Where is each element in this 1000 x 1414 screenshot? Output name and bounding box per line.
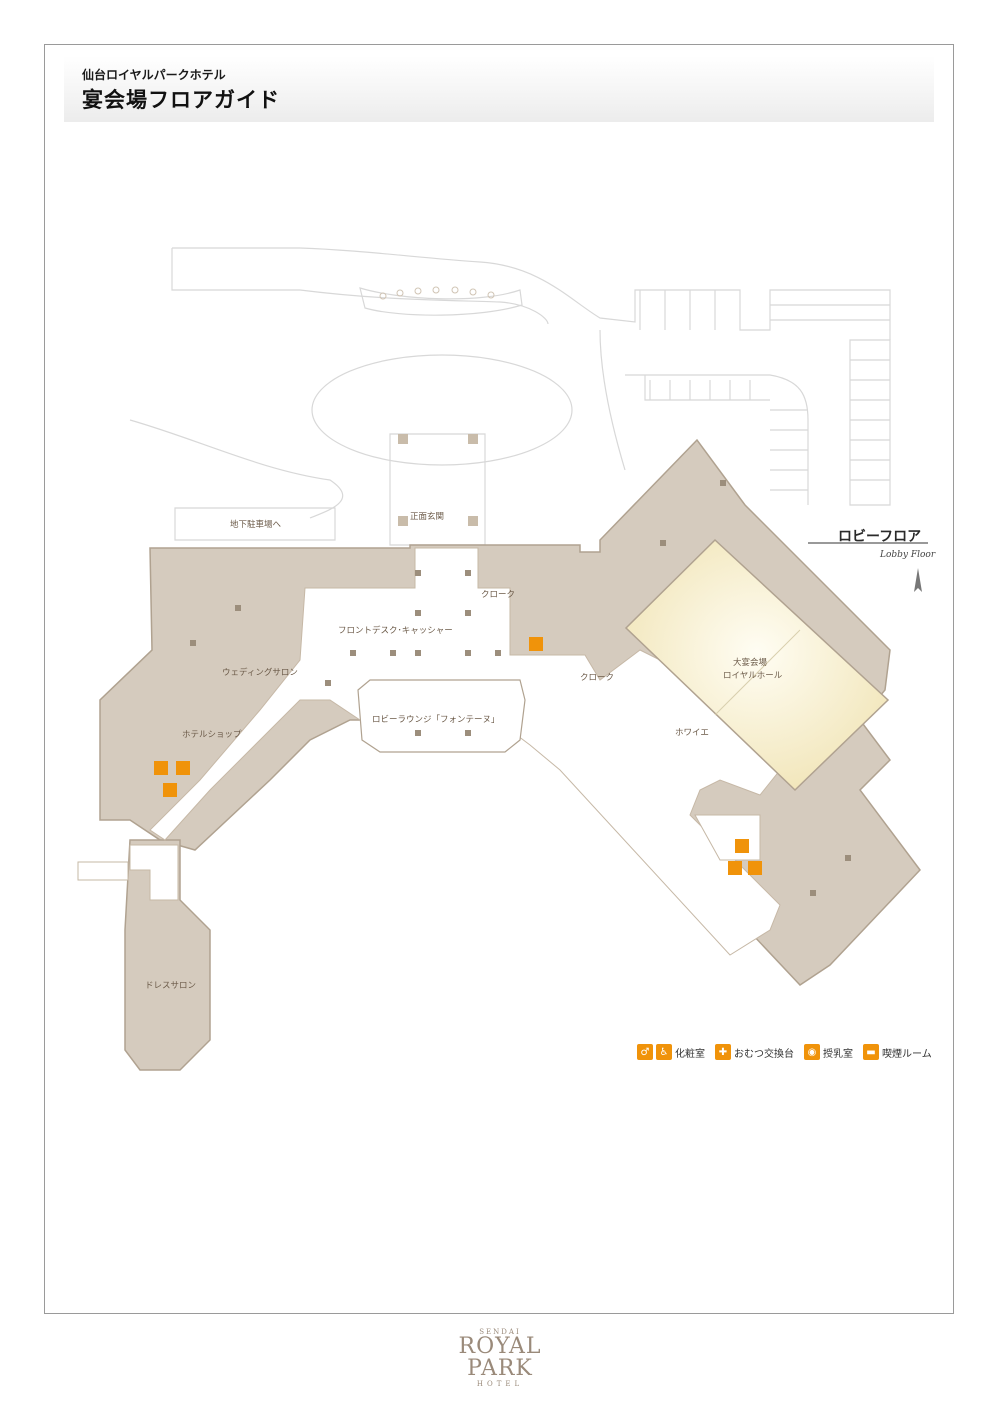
structural-pillars bbox=[190, 480, 851, 896]
label-dress-salon: ドレスサロン bbox=[145, 981, 196, 991]
label-lobby-lounge: ロビーラウンジ「フォンテーヌ」 bbox=[372, 715, 500, 725]
legend-diaper: ✚ おむつ交換台 bbox=[715, 1044, 794, 1060]
label-foyer: ホワイエ bbox=[675, 728, 709, 738]
accessible-icon: ♿ bbox=[656, 1044, 672, 1060]
label-cloak-1: クローク bbox=[481, 590, 515, 600]
label-underground-parking: 地下駐車場へ bbox=[230, 519, 282, 530]
label-cloak-2: クローク bbox=[580, 673, 614, 683]
smoking-icon bbox=[529, 637, 543, 651]
facility-icons-map bbox=[154, 637, 762, 875]
accessible-restroom-icon bbox=[176, 761, 190, 775]
legend-restroom-label: 化粧室 bbox=[675, 1048, 705, 1060]
nursing-icon bbox=[748, 861, 762, 875]
grand-ballroom bbox=[624, 538, 890, 792]
diaper-icon bbox=[163, 783, 177, 797]
diaper-icon bbox=[728, 861, 742, 875]
legend-smoking-label: 喫煙ルーム bbox=[882, 1048, 932, 1060]
restroom-icon bbox=[154, 761, 168, 775]
legend-nursing: ◉ 授乳室 bbox=[804, 1044, 853, 1060]
nursing-bottle-icon: ◉ bbox=[804, 1044, 820, 1060]
diaper-icon: ✚ bbox=[715, 1044, 731, 1060]
north-arrow-icon bbox=[914, 568, 922, 592]
floor-name: ロビーフロア bbox=[838, 529, 922, 545]
label-wedding-salon: ウェディングサロン bbox=[222, 667, 298, 678]
legend-nursing-label: 授乳室 bbox=[823, 1048, 853, 1060]
label-front-desk: フロントデスク･キャッシャー bbox=[338, 625, 453, 636]
logo-bottom: HOTEL bbox=[476, 1380, 524, 1388]
label-hotel-shop: ホテルショップ bbox=[182, 730, 242, 740]
header-bar bbox=[64, 56, 934, 122]
legend-diaper-label: おむつ交換台 bbox=[734, 1048, 794, 1060]
lobby-lounge-area bbox=[357, 679, 526, 753]
label-main-entrance: 正面玄関 bbox=[410, 511, 444, 522]
logo-main: ROYAL PARK bbox=[458, 1334, 542, 1381]
outdoor-area bbox=[129, 247, 891, 546]
legend-smoking: ▬ 喫煙ルーム bbox=[863, 1044, 932, 1060]
hotel-logo: SENDAI ROYAL PARK HOTEL bbox=[430, 1328, 570, 1388]
legend: ♂ ♿ 化粧室 ✚ おむつ交換台 ◉ 授乳室 ▬ 喫煙ルーム bbox=[637, 1044, 932, 1060]
page-frame bbox=[44, 44, 954, 1314]
page-title: 宴会場フロアガイド bbox=[82, 87, 280, 112]
label-ballroom-1: 大宴会場 bbox=[733, 657, 768, 668]
restroom-icon: ♂ bbox=[637, 1044, 653, 1060]
smoking-icon: ▬ bbox=[863, 1044, 879, 1060]
hotel-name: 仙台ロイヤルパークホテル bbox=[82, 68, 226, 82]
logo-top: SENDAI bbox=[479, 1328, 521, 1336]
label-ballroom-2: ロイヤルホール bbox=[723, 671, 783, 681]
floor-name-en: Lobby Floor bbox=[880, 550, 936, 560]
entrance-pillars bbox=[398, 434, 478, 526]
legend-restroom: ♂ ♿ 化粧室 bbox=[637, 1044, 705, 1060]
restroom-icon bbox=[735, 839, 749, 853]
